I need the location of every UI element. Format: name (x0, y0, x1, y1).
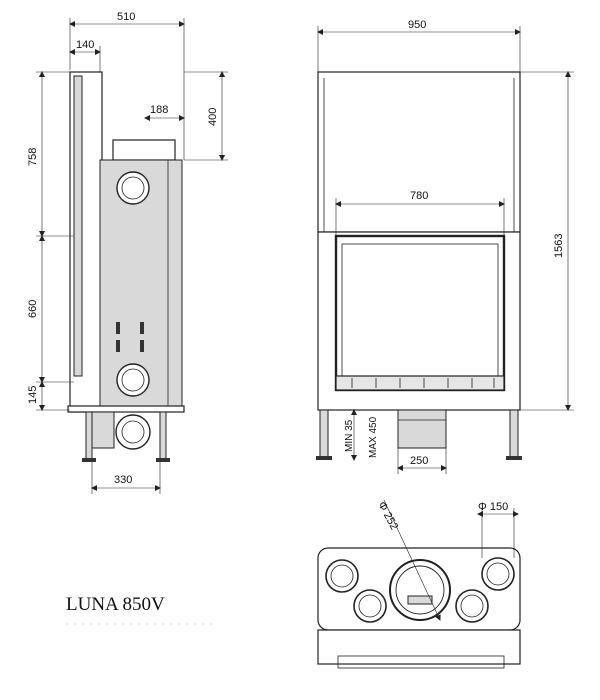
dim-center-flue: Φ 252 (375, 500, 400, 532)
leg-left (85, 411, 93, 461)
top-view: Φ 252 Φ 150 (317, 500, 521, 669)
front-grate (335, 375, 505, 391)
dim-inlet-width: 250 (410, 455, 428, 467)
base-plate (67, 405, 185, 413)
dim-side-flue: Φ 150 (478, 501, 508, 513)
back-panel-rail (73, 75, 83, 377)
dim-flue-offset: 188 (150, 104, 168, 116)
top-flue-right-1-icon (455, 589, 489, 623)
front-view: 950 780 1563 MIN 35 MAX 450 250 (316, 19, 574, 474)
side-view: 510 140 188 400 758 660 145 330 (27, 11, 228, 494)
top-back-panel (317, 629, 521, 665)
top-flue-box (112, 139, 176, 161)
top-flue-left-2-icon (353, 589, 387, 623)
dim-top-offset: 140 (76, 39, 94, 51)
bottom-inlet-icon (115, 414, 151, 450)
grate-bars (351, 378, 495, 388)
lower-inlet-icon (116, 363, 150, 397)
dim-top-height: 400 (207, 108, 219, 126)
top-flue-left-1-icon (325, 559, 359, 593)
front-hood (317, 71, 521, 233)
dim-bottom-width: 330 (114, 474, 132, 486)
bottom-duct (91, 411, 115, 449)
leg-right (159, 411, 167, 461)
dim-upper-height: 758 (27, 148, 39, 166)
vent-slots (116, 322, 144, 352)
front-leg-right (509, 409, 519, 459)
dim-mid-height: 660 (27, 300, 39, 318)
front-leg-left (319, 409, 329, 459)
dim-leg-min: MIN 35 (344, 419, 355, 452)
dim-front-width: 950 (408, 19, 426, 31)
model-title: LUNA 850V (66, 594, 165, 615)
door-frame (334, 234, 506, 392)
dim-opening-width: 780 (410, 190, 428, 202)
top-flue-center-icon (389, 559, 451, 621)
dim-leg-max: MAX 450 (368, 416, 379, 458)
dim-base-height: 145 (27, 386, 39, 404)
air-inlet-box (397, 409, 447, 449)
upper-inlet-icon (116, 171, 150, 205)
dim-front-height: 1563 (553, 234, 565, 258)
top-flue-right-2-icon (481, 557, 515, 591)
dim-total-depth: 510 (117, 11, 135, 23)
